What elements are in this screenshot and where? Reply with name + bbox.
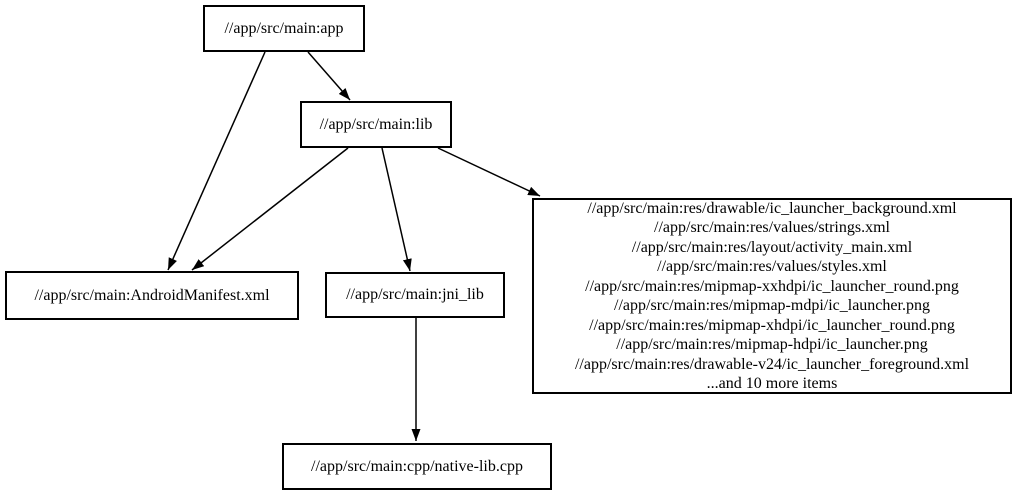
node-res-group-label: //app/src/main:res/mipmap-xxhdpi/ic_laun… — [585, 277, 959, 295]
node-native-lib-cpp-label: //app/src/main:cpp/native-lib.cpp — [311, 457, 523, 475]
node-app-label: //app/src/main:app — [224, 19, 344, 37]
node-res-group-label: //app/src/main:res/mipmap-hdpi/ic_launch… — [616, 336, 928, 353]
node-android-manifest: //app/src/main:AndroidManifest.xml — [5, 271, 299, 320]
node-res-group-label: //app/src/main:res/mipmap-mdpi/ic_launch… — [614, 297, 930, 314]
node-lib-label: //app/src/main:lib — [319, 115, 433, 133]
node-res-group-label: //app/src/main:res/drawable-v24/ic_launc… — [574, 355, 970, 373]
node-lib: //app/src/main:lib — [300, 101, 452, 148]
node-native-lib-cpp: //app/src/main:cpp/native-lib.cpp — [282, 443, 552, 490]
node-jni-lib: //app/src/main:jni_lib — [325, 272, 505, 318]
node-jni-lib-label: //app/src/main:jni_lib — [346, 286, 484, 304]
node-app: //app/src/main:app — [203, 5, 365, 52]
node-res-group-label: //app/src/main:res/values/styles.xml — [657, 258, 887, 275]
node-res-group-label: //app/src/main:res/drawable/ic_launcher_… — [587, 199, 957, 217]
node-res-group-label: //app/src/main:res/values/strings.xml — [654, 219, 890, 236]
node-res-group: //app/src/main:res/drawable/ic_launcher_… — [532, 198, 1012, 394]
node-res-group-label: //app/src/main:res/layout/activity_main.… — [631, 238, 913, 256]
node-android-manifest-label: //app/src/main:AndroidManifest.xml — [34, 286, 270, 304]
node-res-group-label: ...and 10 more items — [706, 375, 838, 392]
node-res-group-label: //app/src/main:res/mipmap-xhdpi/ic_launc… — [589, 316, 955, 334]
